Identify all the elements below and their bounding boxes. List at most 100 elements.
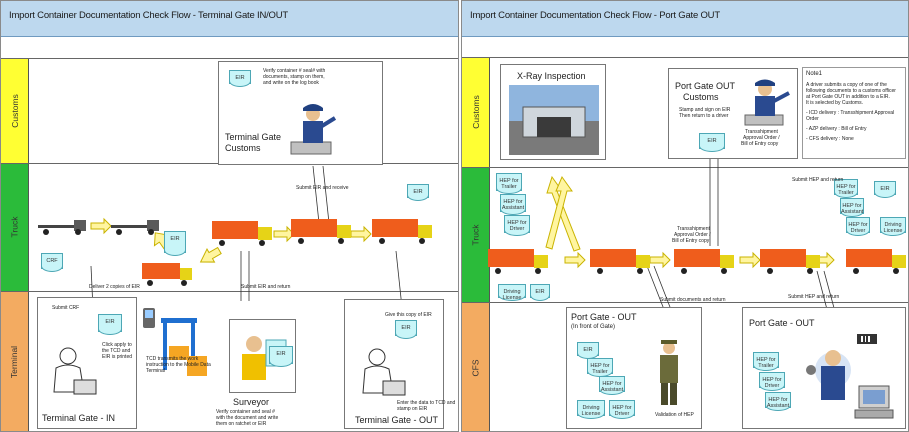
left-panel-title: Import Container Documentation Check Flo… (1, 1, 458, 37)
eir-document: EIR (229, 70, 251, 87)
gantry-crane-icon (143, 308, 207, 376)
lane-divider (1, 291, 458, 292)
label-click-apply: Click apply to the TCD and EIR is printe… (102, 342, 133, 360)
right-flow-panel: Import Container Documentation Check Flo… (461, 0, 909, 432)
driving-license-doc: Driving License (498, 284, 526, 301)
port-gate-front-box: Port Gate - OUT (In front of Gate) EIR H… (566, 307, 702, 429)
label-submit-eir-receive: Submit EIR and receive (296, 185, 349, 191)
label-submit-eir-return: Submit EIR and return (241, 284, 291, 290)
eir-document: EIR (530, 284, 550, 301)
terminal-gate-customs-box: EIR Verify container # seal# with docume… (218, 61, 383, 165)
container-truck-icon (760, 249, 820, 274)
port-customs-title: Port Gate OUT (675, 81, 736, 91)
lane-cfs-right: CFS (462, 302, 490, 431)
port-customs-subtitle: Customs (683, 92, 719, 102)
stamp-note-1: Stamp and sign on EIR (679, 107, 731, 113)
right-panel-title: Import Container Documentation Check Flo… (462, 1, 908, 37)
lane-divider (462, 57, 908, 58)
note1-line: A driver submits a copy of one of the (806, 82, 887, 88)
eir-document: EIR (874, 181, 896, 198)
hep-driver-doc: HEP for Driver (759, 372, 785, 391)
empty-trailer-truck-2 (111, 220, 159, 235)
transshipment-label: Approval Order / (674, 232, 711, 238)
hep-driver-doc: HEP for Driver (504, 215, 530, 236)
port-gate-out-box: Port Gate - OUT HEP for Trailer HEP for … (742, 307, 906, 429)
note1-item: - ICD delivery : Transshipment Approval (806, 110, 895, 116)
left-flow-panel: Import Container Documentation Check Flo… (0, 0, 459, 432)
note1-line: It is selected by Customs. (806, 100, 863, 106)
eir-document: EIR (269, 346, 293, 367)
right-flow-arrows (545, 159, 838, 382)
hep-trailer-doc: HEP for Trailer (587, 358, 613, 377)
container-truck-icon (372, 219, 432, 244)
label-enter-data-2: stamp on EIR (397, 406, 428, 412)
hep-trailer-doc: HEP for Trailer (753, 352, 779, 371)
approval-line: Approval Order / (743, 135, 780, 141)
empty-trailer-truck-1 (38, 220, 86, 235)
customs-note-line: and write on the log book (263, 80, 319, 86)
label-enter-data-1: Enter the data to TCD and (397, 400, 456, 406)
customs-note-line: Verify container # seal# with (263, 68, 326, 74)
crf-document: CRF (41, 253, 63, 272)
label-submit-crf: Submit CRF (52, 305, 80, 311)
hep-assistant-doc: HEP for Assistant (840, 198, 864, 217)
port-gate-customs-box: Port Gate OUT Customs Stamp and sign on … (668, 68, 798, 159)
container-truck-icon (488, 249, 548, 274)
container-truck-icon (674, 249, 734, 274)
lane-terminal-left: Terminal (1, 291, 29, 431)
lane-divider (1, 58, 458, 59)
customs-note-line: documents, stamp on them, (263, 74, 325, 80)
label-verify-contents-2: with the document and write (216, 415, 279, 421)
note1-item: - AZP delivery : Bill of Entry (806, 126, 867, 132)
label-verify-contents-1: Verify container and seal # (216, 409, 275, 415)
container-truck-icon (291, 219, 351, 244)
eir-document: EIR (407, 184, 429, 201)
stamp-note-2: Then return to a driver (679, 113, 729, 119)
label-tcd-instruction-2: instruction to the Mobile Data (146, 362, 211, 368)
gate-in-label: Terminal Gate - IN (42, 413, 116, 423)
label-submit-docs: Submit documents and return (660, 297, 726, 303)
eir-document: EIR (395, 320, 417, 339)
note1-line: at Port Gate OUT in addition to a EIR. (806, 94, 890, 100)
approval-line: Bill of Entry copy (741, 141, 779, 147)
driving-license-doc: Driving License (880, 217, 906, 236)
gate-out-label: Terminal Gate - OUT (355, 415, 439, 425)
label-submit-hep-return: Submit HEP and return (792, 177, 844, 183)
note1-item: - CFS delivery : None (806, 136, 854, 142)
container-truck-icon (590, 249, 650, 274)
left-flow-arrows (90, 165, 404, 318)
driving-license-doc: Driving License (577, 400, 605, 419)
lane-divider (462, 302, 908, 303)
gate-clerk-icon (53, 347, 97, 395)
label-verify-contents-3: them on ratchet or EIR (216, 421, 267, 427)
transshipment-label: Bill of Entry copy (672, 238, 710, 244)
hep-trailer-doc: HEP for Trailer (496, 173, 522, 194)
container-truck-icon (142, 263, 192, 286)
eir-document: EIR (164, 231, 186, 256)
customs-box-subtitle: Customs (225, 143, 261, 153)
note1-box: Note1 A driver submits a copy of one of … (802, 67, 906, 159)
terminal-gate-in-box: Submit CRF EIR Click apply to the TCD an… (37, 297, 137, 429)
cfs-out-title: Port Gate - OUT (749, 318, 815, 328)
hep-driver-doc: HEP for Driver (609, 400, 635, 419)
eir-document: EIR (98, 314, 122, 335)
crane-handheld-icon (139, 306, 214, 386)
customs-officer-icon (744, 79, 790, 126)
terminal-gate-out-box: Give this copy of EIR EIR Enter the data… (344, 299, 455, 429)
approval-line: Transshipment (745, 129, 778, 135)
container-truck-icon (846, 249, 906, 274)
hep-assistant-doc: HEP for Assistant (599, 376, 625, 395)
label-validation: Validation of HEP (655, 412, 694, 418)
note1-item: Order (806, 116, 819, 122)
lane-divider (462, 167, 908, 168)
lane-customs-left: Customs (1, 58, 29, 163)
transshipment-label: Transshipment (677, 226, 710, 232)
surveyor-label: Surveyor (233, 397, 270, 407)
xray-inspection-box: X-Ray Inspection (500, 64, 606, 160)
hep-assistant-doc: HEP for Assistant (500, 194, 526, 215)
container-truck-icon (212, 221, 272, 246)
xray-gate-photo (509, 85, 599, 155)
gate-officer-computer-icon (806, 334, 894, 419)
hep-driver-doc: HEP for Driver (846, 217, 870, 236)
label-tcd-instruction-1: TCD transmits the work (146, 356, 199, 362)
